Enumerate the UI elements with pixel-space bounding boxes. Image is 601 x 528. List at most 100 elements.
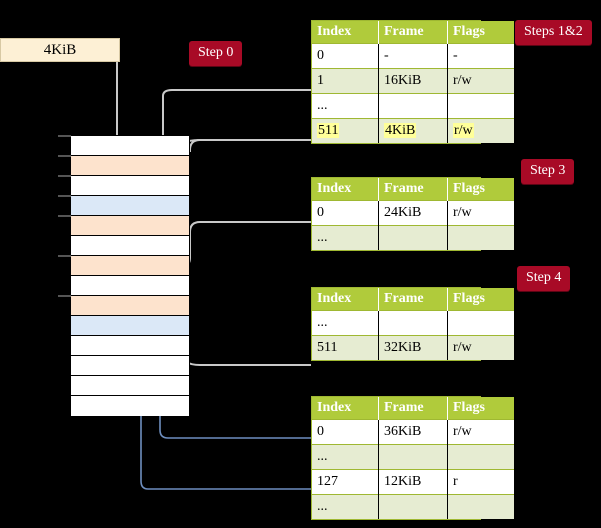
badge-step-4: Step 4	[517, 266, 571, 291]
table-cell: r/w	[447, 419, 514, 445]
table-cell: 1	[312, 68, 379, 94]
table-cell: 511	[312, 118, 379, 144]
table-row: ...	[312, 225, 514, 251]
table-cell: ...	[312, 310, 379, 336]
column-header-frame: Frame	[378, 397, 448, 420]
table-cell: -	[378, 43, 448, 69]
table-row: 511 4KiB r/w	[312, 118, 514, 144]
memory-frame-row	[71, 256, 189, 276]
table-cell	[447, 444, 514, 470]
table-cell: ...	[312, 225, 379, 251]
table-cell: 4KiB	[378, 118, 448, 144]
table-row: ...	[312, 444, 514, 470]
memory-frame-row	[71, 236, 189, 256]
table-cell	[447, 225, 514, 251]
table-cell: ...	[312, 494, 379, 520]
table-cell: 36KiB	[378, 419, 448, 445]
table-row: ...	[312, 93, 514, 119]
column-header-index: Index	[312, 288, 379, 311]
column-header-frame: Frame	[378, 288, 448, 311]
table-cell: -	[447, 43, 514, 69]
table-row: ...	[312, 310, 514, 336]
table-cell	[378, 93, 448, 119]
table-cell: 16KiB	[378, 68, 448, 94]
memory-frame-row	[71, 396, 189, 416]
table-cell: 12KiB	[378, 469, 448, 495]
memory-tick	[58, 175, 71, 177]
table-cell: 0	[312, 200, 379, 226]
column-header-index: Index	[312, 21, 379, 44]
memory-tick	[58, 195, 71, 197]
column-header-flags: Flags	[447, 21, 514, 44]
memory-frame-row	[71, 176, 189, 196]
wire-step4	[175, 318, 311, 366]
memory-frame-row	[71, 336, 189, 356]
table-cell: r	[447, 469, 514, 495]
memory-frame-row	[71, 216, 189, 236]
memory-frame-row	[71, 356, 189, 376]
column-header-flags: Flags	[447, 178, 514, 201]
memory-tick	[58, 255, 71, 257]
table-row: ...	[312, 494, 514, 520]
table-cell	[378, 494, 448, 520]
table-cell: ...	[312, 444, 379, 470]
column-header-index: Index	[312, 178, 379, 201]
memory-tick	[58, 215, 71, 217]
column-header-frame: Frame	[378, 178, 448, 201]
memory-frame-row	[71, 296, 189, 316]
table-cell	[447, 310, 514, 336]
column-header-frame: Frame	[378, 21, 448, 44]
memory-frame-row	[71, 376, 189, 396]
highlighted-value: 511	[317, 122, 340, 138]
table-cell	[378, 310, 448, 336]
physical-memory-column	[70, 135, 190, 416]
table-cell	[447, 494, 514, 520]
table-row: 0--	[312, 43, 514, 69]
table-cell: 0	[312, 419, 379, 445]
highlighted-value: r/w	[453, 122, 474, 138]
table-cell: r/w	[447, 118, 514, 144]
column-header-flags: Flags	[447, 288, 514, 311]
badge-step-3: Step 3	[521, 159, 575, 184]
memory-tick	[58, 135, 71, 137]
table-cell	[378, 444, 448, 470]
memory-frame-row	[71, 276, 189, 296]
table-cell	[447, 93, 514, 119]
table-cell: r/w	[447, 68, 514, 94]
highlighted-value: 4KiB	[384, 122, 417, 138]
table-cell: 24KiB	[378, 200, 448, 226]
table-cell: ...	[312, 93, 379, 119]
table-cell: 511	[312, 335, 379, 361]
column-header-flags: Flags	[447, 397, 514, 420]
memory-frame-row	[71, 156, 189, 176]
table-cell	[378, 225, 448, 251]
source-frame-box: 4KiB	[0, 38, 120, 62]
memory-tick	[58, 295, 71, 297]
memory-frame-row	[71, 316, 189, 336]
table-cell: 32KiB	[378, 335, 448, 361]
column-header-index: Index	[312, 397, 379, 420]
memory-tick	[58, 155, 71, 157]
memory-frame-row	[71, 196, 189, 216]
table-cell: r/w	[447, 335, 514, 361]
source-frame-label: 4KiB	[43, 41, 77, 58]
memory-frame-row	[71, 136, 189, 156]
wire-step3	[177, 221, 311, 276]
table-cell: 127	[312, 469, 379, 495]
table-cell: r/w	[447, 200, 514, 226]
badge-step-0: Step 0	[189, 41, 243, 66]
table-cell: 0	[312, 43, 379, 69]
